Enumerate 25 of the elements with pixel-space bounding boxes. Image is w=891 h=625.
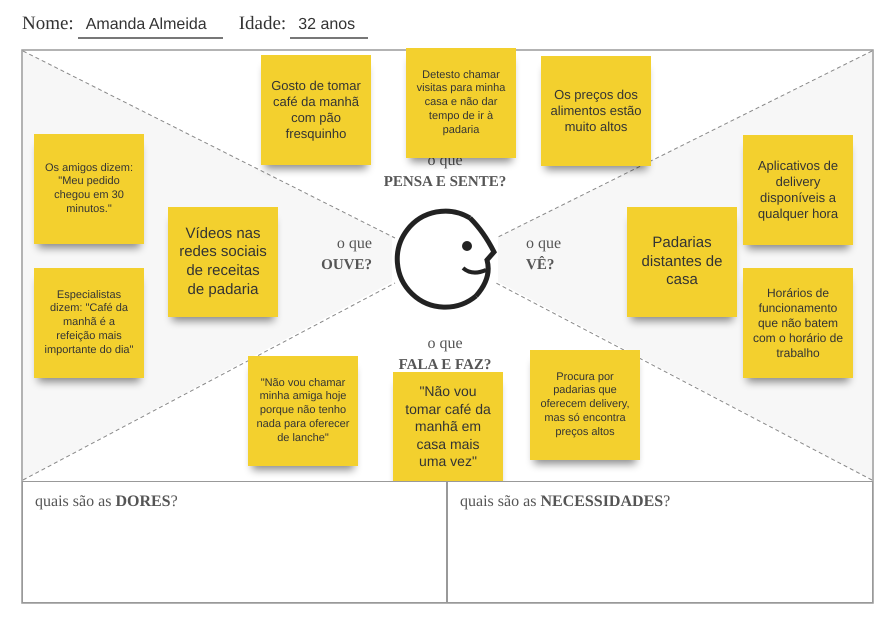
- section-label: o que: [426, 334, 464, 354]
- input-field: 32 anos: [290, 12, 368, 38]
- sticky-note: Padarias distantes de casa: [627, 207, 737, 317]
- sticky-note: Horários de funcionamento que não batem com o horário de trabalho: [743, 268, 853, 378]
- sticky-note: Os preços dos alimentos estão muito altos: [541, 56, 651, 166]
- field-label: Idade:: [238, 12, 286, 36]
- sticky-note: Os amigos dizem: "Meu pedido chegou em 30 minutos.": [34, 134, 144, 244]
- section-label: o que: [526, 234, 562, 254]
- sticky-note: "Não vou chamar minha amiga hoje porque não tenho nada para oferecer de lanche": [248, 356, 358, 466]
- section-box: quais são as DORES?: [22, 481, 447, 603]
- sticky-note: "Não vou tomar café da manhã em casa mais uma vez": [393, 372, 503, 482]
- section-label: o que: [336, 234, 372, 254]
- sticky-note: Aplicativos de delivery disponíveis a qualquer hora: [743, 135, 853, 245]
- section-title: VÊ?: [526, 255, 556, 275]
- sticky-note: Gosto de tomar café da manhã com pão fresquinho: [261, 55, 371, 165]
- sticky-note: Especialistas dizem: "Café da manhã é a refeição mais importante do dia": [34, 268, 144, 378]
- section-title: FALA E FAZ?: [398, 356, 492, 375]
- section-title: OUVE?: [320, 256, 372, 275]
- sticky-note: Vídeos nas redes sociais de receitas de padaria: [168, 207, 278, 317]
- sticky-note: Procura por padarias que oferecem delivery, mas só encontra preços altos: [530, 350, 640, 460]
- input-field: Amanda Almeida: [78, 12, 223, 38]
- sticky-note: Detesto chamar visitas para minha casa e não dar tempo de ir à padaria: [406, 48, 516, 158]
- section-title: PENSA E SENTE?: [382, 173, 508, 192]
- section-box: quais são as NECESSIDADES?: [447, 481, 873, 603]
- field-label: Nome:: [22, 12, 74, 36]
